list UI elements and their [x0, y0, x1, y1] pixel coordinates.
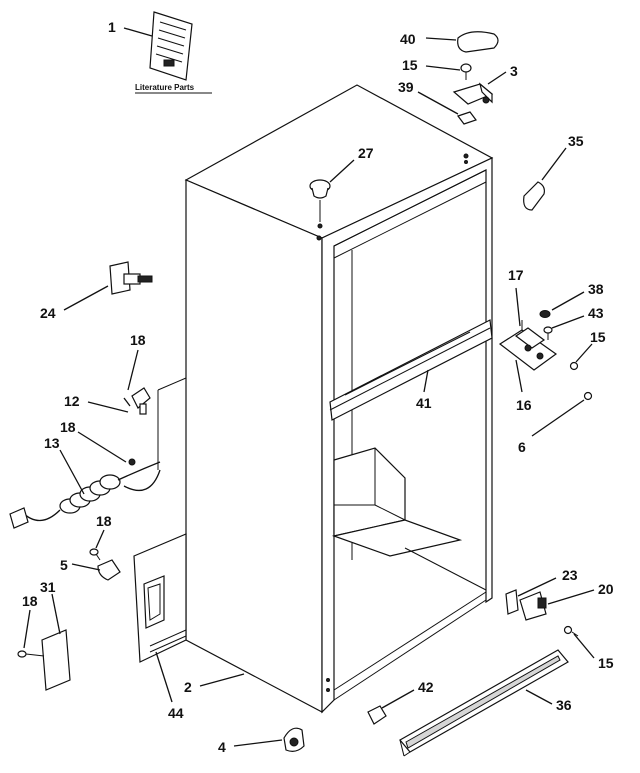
bottom-hinge [519, 591, 547, 621]
literature-booklet: Literature Parts [135, 11, 212, 94]
hinge-shim [457, 111, 477, 125]
callout-41: 41 [416, 395, 432, 411]
plug-button [309, 179, 331, 229]
callout-15-bottom: 15 [598, 655, 614, 671]
callout-16: 16 [516, 397, 532, 413]
top-hinge [452, 82, 494, 105]
power-cord-clip [123, 387, 151, 415]
literature-caption: Literature Parts [135, 83, 195, 92]
callout-13: 13 [44, 435, 60, 451]
screw-6 [583, 391, 593, 401]
base-grille [399, 649, 569, 757]
top-cap [523, 181, 545, 211]
evaporator-cover [331, 447, 487, 591]
cord-plate [157, 377, 187, 470]
callout-17: 17 [508, 267, 524, 283]
center-hinge [498, 320, 558, 371]
leader-lines [23, 27, 595, 747]
callout-39: 39 [398, 79, 414, 95]
callout-5: 5 [60, 557, 68, 573]
callout-27: 27 [358, 145, 374, 161]
callout-18-bracket: 18 [96, 513, 112, 529]
callout-12: 12 [64, 393, 80, 409]
callout-4: 4 [218, 739, 226, 755]
callout-44: 44 [168, 705, 184, 721]
screw-center [569, 361, 579, 371]
callout-42: 42 [418, 679, 434, 695]
callout-24: 24 [40, 305, 56, 321]
callout-2: 2 [184, 679, 192, 695]
callout-31: 31 [40, 579, 56, 595]
kick-plate-bracket [133, 533, 187, 663]
leveling-bracket [89, 548, 121, 581]
center-hinge-pin [543, 326, 553, 340]
callout-20: 20 [598, 581, 614, 597]
bottom-hinge-spacer [505, 589, 519, 615]
screw-top [460, 63, 472, 80]
callout-35: 35 [568, 133, 584, 149]
callout-40: 40 [400, 31, 416, 47]
callout-43: 43 [588, 305, 604, 321]
callout-15-center: 15 [590, 329, 606, 345]
center-hinge-washer [539, 310, 551, 318]
callout-15-top: 15 [402, 57, 418, 73]
callout-3: 3 [510, 63, 518, 79]
callout-18-trim: 18 [22, 593, 38, 609]
callout-23: 23 [562, 567, 578, 583]
callout-1: 1 [108, 19, 116, 35]
side-trim [17, 629, 71, 691]
hinge-cover [457, 31, 499, 53]
callout-18-cord: 18 [60, 419, 76, 435]
mullion [329, 319, 493, 421]
callout-38: 38 [588, 281, 604, 297]
cabinet [184, 84, 494, 714]
callout-36: 36 [556, 697, 572, 713]
screw-bottom [563, 625, 579, 637]
callout-18-clip: 18 [130, 332, 146, 348]
callout-6: 6 [518, 439, 526, 455]
grille-clip [367, 705, 387, 725]
control-knob [109, 261, 153, 295]
callout-labels: 1 40 15 3 39 27 35 24 17 38 43 15 18 12 … [22, 19, 614, 755]
power-cord [9, 458, 161, 529]
roller [283, 727, 305, 752]
